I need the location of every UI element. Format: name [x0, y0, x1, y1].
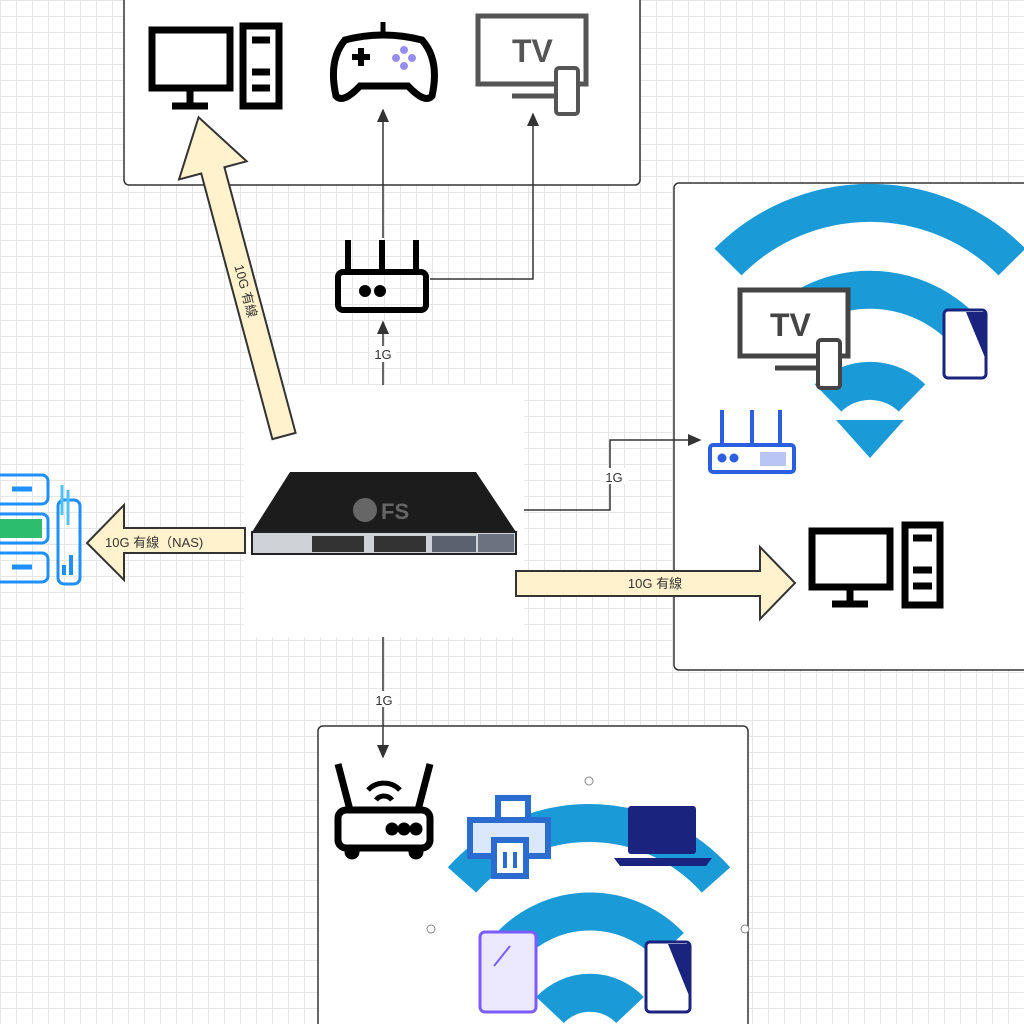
smartphone-icon: [644, 940, 692, 1014]
wifi-router-icon: [334, 763, 434, 860]
tv-icon: TV: [737, 287, 851, 390]
link-label: 1G: [375, 693, 392, 708]
link-label: 1G: [374, 347, 391, 362]
desktop-pc-icon: [148, 22, 283, 110]
desktop-pc-icon: [808, 521, 944, 609]
arrow-10g-right-pc[interactable]: 10G 有線: [515, 544, 797, 622]
connector-router-tv[interactable]: [430, 112, 539, 280]
laptop-icon: [614, 806, 712, 866]
router-icon: [708, 410, 796, 474]
network-switch-icon[interactable]: FS: [251, 472, 517, 555]
switch-brand: FS: [381, 499, 409, 524]
tv-label: TV: [770, 307, 812, 343]
arrow-label: 10G 有線（NAS): [105, 535, 203, 550]
printer-icon: [467, 795, 551, 879]
tv-label: TV: [512, 33, 554, 69]
gamepad-icon: [330, 22, 438, 102]
tablet-icon: [478, 930, 538, 1014]
nas-server-icon: [0, 473, 82, 586]
link-label: 1G: [605, 470, 622, 485]
arrow-label: 10G 有線: [628, 576, 682, 591]
top-device-group[interactable]: [123, 0, 641, 186]
smartphone-icon: [942, 308, 988, 380]
arrow-10g-nas[interactable]: 10G 有線（NAS): [85, 502, 246, 583]
bottom-device-group[interactable]: [317, 725, 749, 1024]
selection-handles[interactable]: [426, 776, 750, 934]
tv-icon: TV: [475, 13, 589, 116]
router-icon: [335, 240, 429, 313]
